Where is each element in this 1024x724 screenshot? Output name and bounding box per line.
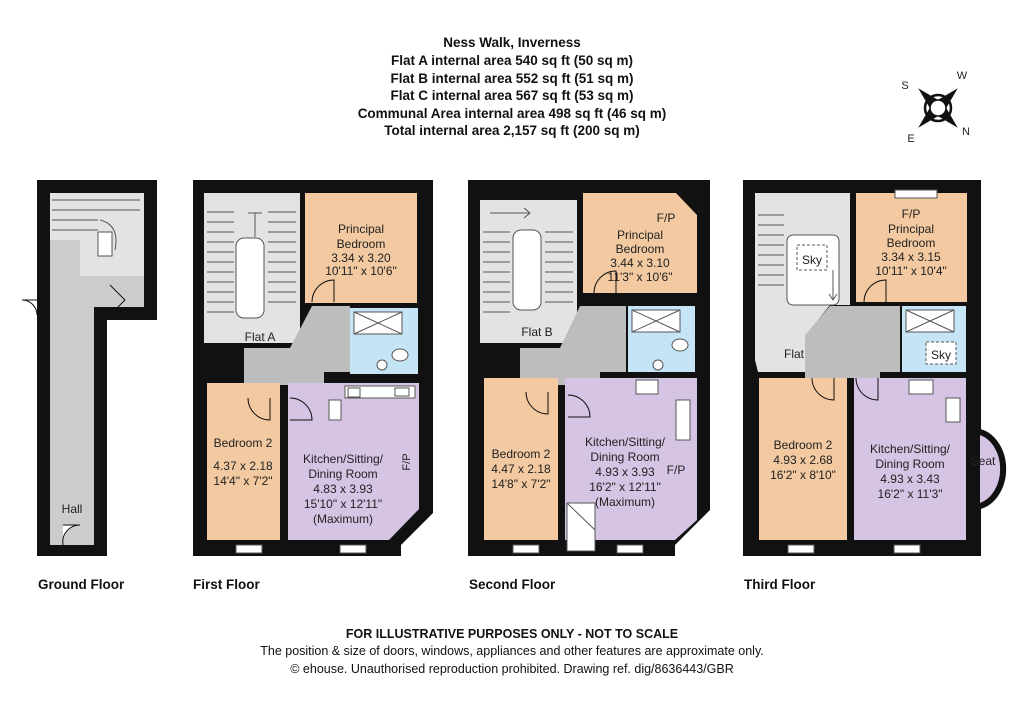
third-principal-metric: 3.34 x 3.15 <box>881 250 941 264</box>
third-bed2-imperial: 16'2" x 8'10" <box>770 468 836 482</box>
first-bed2-name: Bedroom 2 <box>214 436 273 450</box>
second-flat-label: Flat B <box>521 325 552 339</box>
first-bed2-metric: 4.37 x 2.18 <box>213 459 273 473</box>
third-skylight-label: Sky <box>802 253 822 267</box>
first-flat-label: Flat A <box>245 330 276 344</box>
third-principal-imperial: 10'11" x 10'4" <box>875 264 947 278</box>
third-principal-name2: Bedroom <box>887 236 936 250</box>
first-principal-name2: Bedroom <box>337 237 386 251</box>
third-kitchen-imperial: 16'2" x 11'3" <box>878 487 943 501</box>
second-principal-metric: 3.44 x 3.10 <box>610 256 670 270</box>
first-principal-name: Principal <box>338 222 384 236</box>
second-principal-bedroom <box>583 193 697 293</box>
second-bed2-imperial: 14'8" x 7'2" <box>491 477 550 491</box>
second-kitchen-note: (Maximum) <box>595 495 655 509</box>
first-bed2-imperial: 14'4" x 7'2" <box>213 474 272 488</box>
first-staircase-icon <box>207 211 296 319</box>
second-bed2-name: Bedroom 2 <box>492 447 551 461</box>
third-skylight2-label: Sky <box>931 348 951 362</box>
second-fireplace-label: F/P <box>657 211 676 225</box>
third-kitchen-metric: 4.93 x 3.43 <box>880 472 940 486</box>
approximation-note: The position & size of doors, windows, a… <box>260 644 764 658</box>
compass-icon: S W E N <box>901 70 970 145</box>
ground-floor-label: Ground Floor <box>38 577 125 592</box>
third-floor-label: Third Floor <box>744 577 816 592</box>
second-kitchen-l1: Kitchen/Sitting/ <box>585 435 666 449</box>
second-principal-imperial: 11'3" x 10'6" <box>608 270 673 284</box>
ground-hall-label: Hall <box>62 502 83 516</box>
third-bedroom-2 <box>759 378 847 540</box>
second-bed2-metric: 4.47 x 2.18 <box>491 462 551 476</box>
third-kitchen-l2: Dining Room <box>875 457 944 471</box>
second-principal-name: Principal <box>617 228 663 242</box>
first-kitchen-imperial: 15'10" x 12'11" <box>304 497 382 511</box>
property-title: Ness Walk, Inverness <box>443 35 581 50</box>
third-kitchen-l1: Kitchen/Sitting/ <box>870 442 951 456</box>
third-fireplace-label: F/P <box>902 207 921 221</box>
area-flat-b: Flat B internal area 552 sq ft (51 sq m) <box>390 71 634 86</box>
first-kitchen-metric: 4.83 x 3.93 <box>313 482 373 496</box>
ground-floor-plan: Hall <box>21 180 157 556</box>
disclaimer: FOR ILLUSTRATIVE PURPOSES ONLY - NOT TO … <box>345 627 679 641</box>
copyright: © ehouse. Unauthorised reproduction proh… <box>290 662 734 676</box>
compass-east-label: E <box>907 133 914 145</box>
third-principal-name: Principal <box>888 222 934 236</box>
second-kitchen-metric: 4.93 x 3.93 <box>595 465 655 479</box>
second-fireplace2-label: F/P <box>667 463 686 477</box>
area-flat-a: Flat A internal area 540 sq ft (50 sq m) <box>390 53 634 68</box>
second-principal-name2: Bedroom <box>616 242 665 256</box>
first-principal-imperial: 10'11" x 10'6" <box>325 264 397 278</box>
third-seat-label: Seat <box>971 454 996 468</box>
first-floor-plan: Flat A Principal Bedroom 3.34 x 3.20 10'… <box>193 180 433 556</box>
second-staircase-icon <box>483 207 573 313</box>
compass-north-label: N <box>962 126 970 138</box>
second-kitchen-l2: Dining Room <box>590 450 659 464</box>
area-flat-c: Flat C internal area 567 sq ft (53 sq m) <box>390 88 634 103</box>
third-staircase-icon <box>758 214 840 306</box>
first-principal-bedroom <box>305 193 417 303</box>
compass-west-label: W <box>957 70 968 82</box>
first-kitchen-l2: Dining Room <box>308 467 377 481</box>
third-bed2-metric: 4.93 x 2.68 <box>773 453 833 467</box>
compass-south-label: S <box>901 80 908 92</box>
first-floor-label: First Floor <box>193 577 260 592</box>
area-communal: Communal Area internal area 498 sq ft (4… <box>357 106 667 121</box>
third-principal-bedroom <box>856 193 967 302</box>
second-floor-plan: Flat B Principal Bedroom 3.44 x 3.10 11'… <box>468 180 710 556</box>
first-kitchen-note: (Maximum) <box>313 512 373 526</box>
first-kitchen-l1: Kitchen/Sitting/ <box>303 452 384 466</box>
first-fireplace-label: F/P <box>401 453 413 470</box>
second-kitchen-imperial: 16'2" x 12'11" <box>589 480 661 494</box>
second-floor-label: Second Floor <box>469 577 556 592</box>
ground-staircase-icon <box>52 199 140 257</box>
third-bed2-name: Bedroom 2 <box>774 438 833 452</box>
first-bedroom-2 <box>207 383 280 540</box>
first-kitchen <box>288 383 419 540</box>
first-principal-metric: 3.34 x 3.20 <box>331 251 391 265</box>
second-kitchen <box>565 378 697 540</box>
area-total: Total internal area 2,157 sq ft (200 sq … <box>384 123 640 138</box>
second-bedroom-2 <box>484 378 558 540</box>
third-floor-plan: Sky Flat C F/P Principal Bedroom 3.34 x … <box>743 180 1007 556</box>
